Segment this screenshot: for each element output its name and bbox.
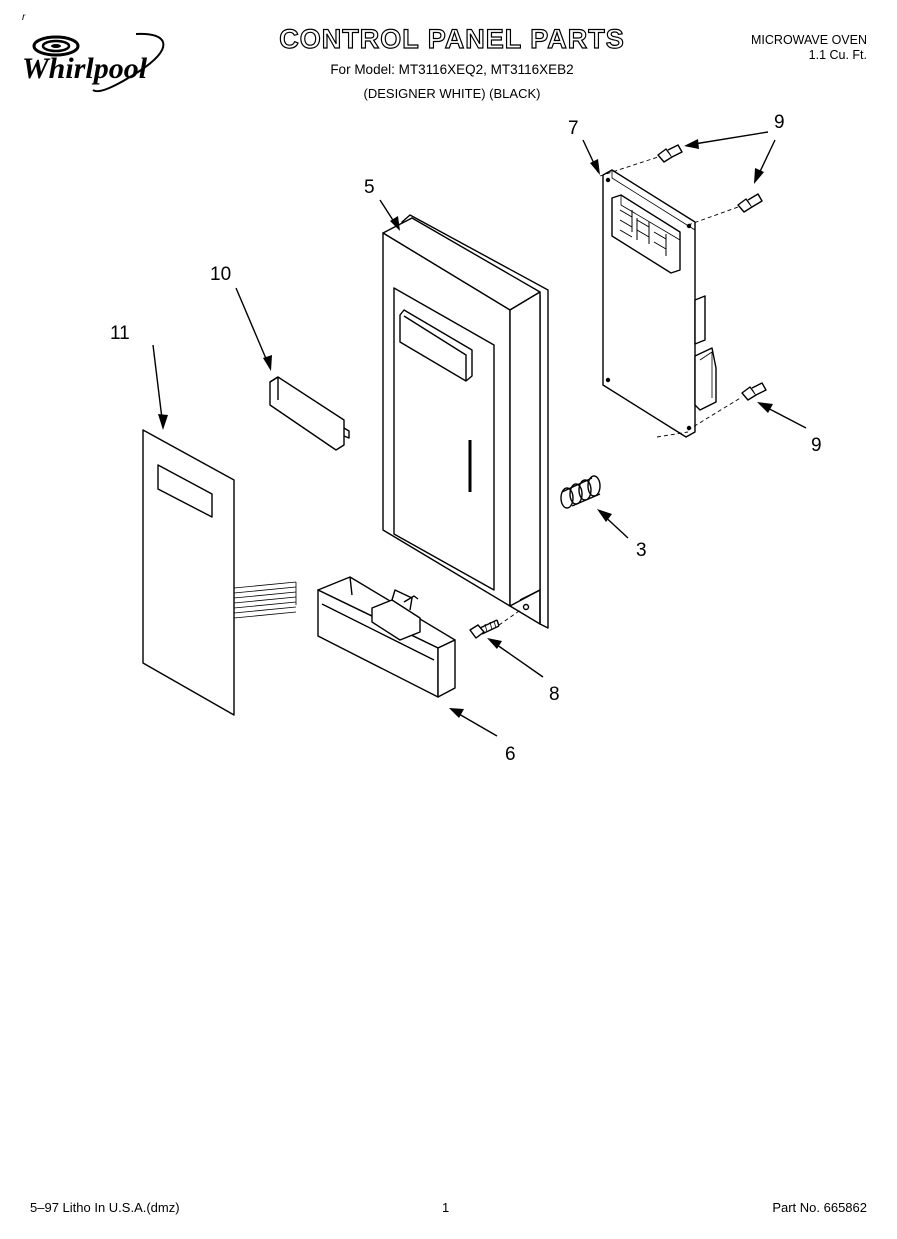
- part-number: Part No. 665862: [772, 1200, 867, 1215]
- part-5-control-housing: [382, 214, 549, 629]
- callout-11: 11: [110, 323, 130, 344]
- callout-7: 7: [568, 118, 579, 139]
- model-numbers: For Model: MT3116XEQ2, MT3116XEB2: [330, 62, 574, 77]
- brand-wordmark: Whirlpool: [22, 52, 148, 85]
- page-title: CONTROL PANEL PARTS: [279, 23, 625, 54]
- corner-mark: r: [22, 12, 26, 23]
- callout-5: 5: [364, 177, 375, 198]
- part-8-screw: [469, 619, 500, 639]
- part-9-screw-middle: [737, 193, 763, 213]
- litho-note: 5–97 Litho In U.S.A.(dmz): [30, 1200, 180, 1215]
- callout-9-lower: 9: [811, 435, 822, 456]
- color-variants: (DESIGNER WHITE) (BLACK): [363, 86, 541, 101]
- product-capacity: 1.1 Cu. Ft.: [808, 48, 867, 62]
- callout-10: 10: [210, 264, 231, 285]
- callout-9-top: 9: [774, 112, 785, 133]
- product-info: MICROWAVE OVEN 1.1 Cu. Ft.: [751, 33, 867, 63]
- callout-3: 3: [636, 540, 647, 561]
- part-7-control-board: [602, 169, 717, 438]
- part-11-membrane-panel: [142, 429, 297, 716]
- part-3-spring: [560, 475, 601, 509]
- product-type: MICROWAVE OVEN: [751, 33, 867, 47]
- callout-8: 8: [549, 684, 560, 705]
- part-6-push-button: [317, 576, 456, 698]
- part-10-window-lens: [269, 376, 350, 451]
- logo-swirl-icon: Whirlpool: [22, 32, 165, 93]
- callout-arrowheads: [158, 139, 773, 718]
- page-number: 1: [442, 1200, 450, 1215]
- callout-6: 6: [505, 744, 516, 765]
- whirlpool-logo: Whirlpool: [18, 28, 188, 98]
- part-9-screw-lower: [741, 382, 767, 401]
- part-9-screw-top: [657, 144, 683, 163]
- assembly-guide-lines: [498, 156, 743, 626]
